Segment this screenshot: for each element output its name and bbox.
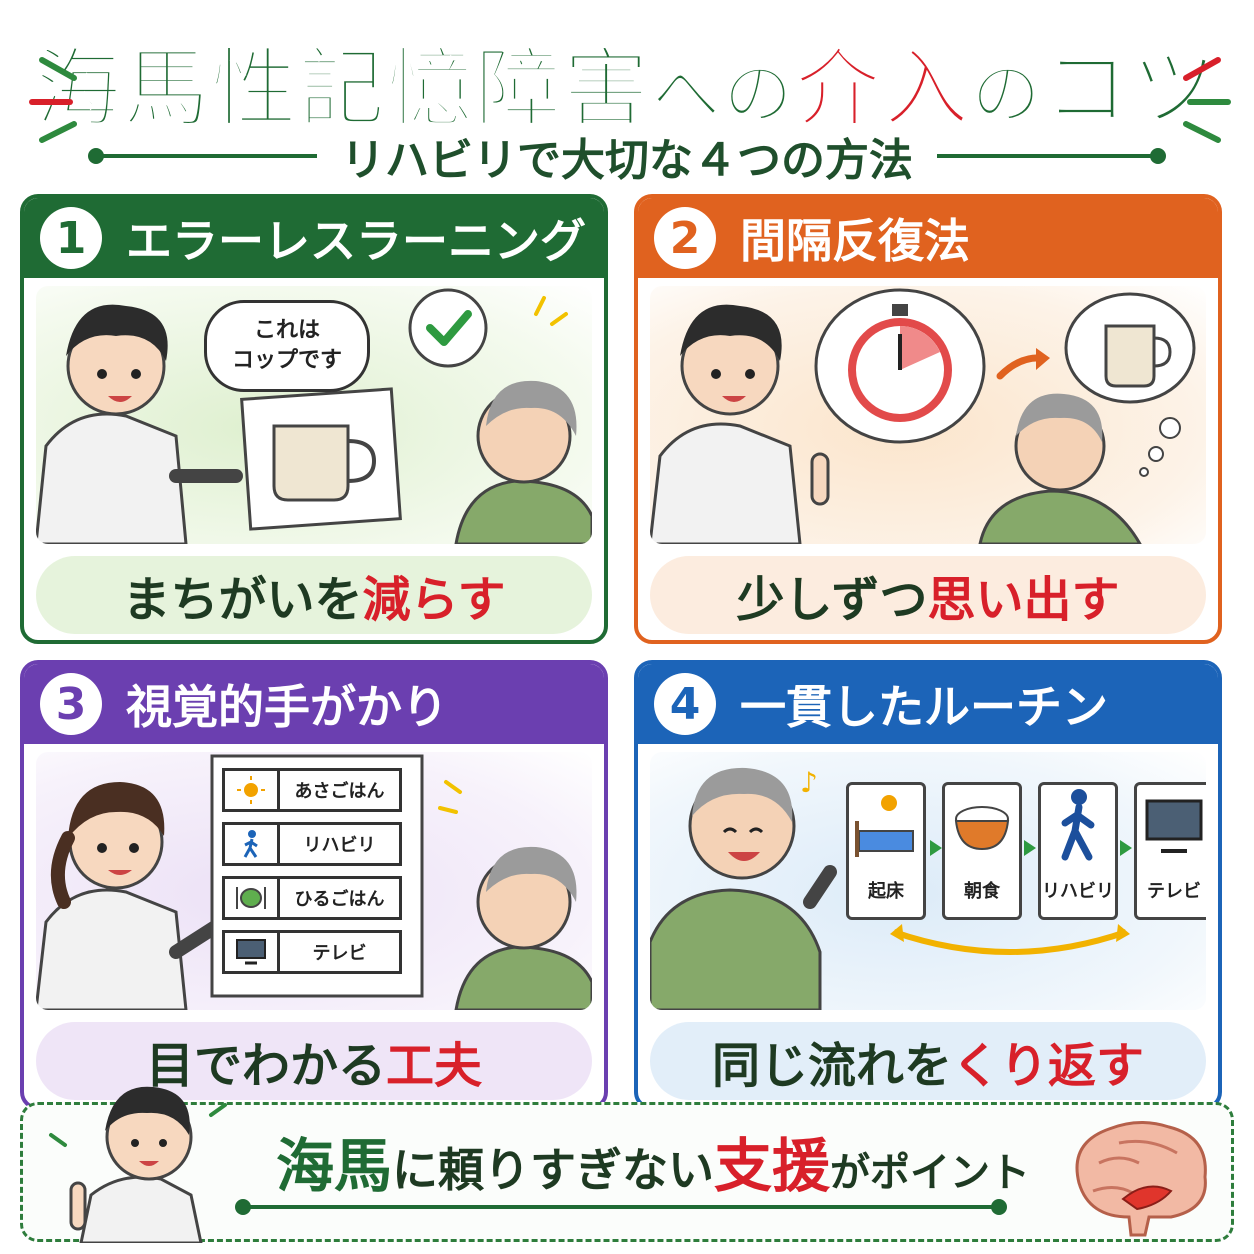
schedule-item: テレビ [222, 930, 402, 974]
card-errorless-learning: 1 エラーレスラーニング これはコップです [20, 194, 608, 644]
right-sparkle-icon [1183, 57, 1231, 143]
daily-routine-illustration: ♪ [650, 766, 1132, 1010]
card-caption: 目でわかる工夫 [36, 1022, 592, 1100]
left-sparkle-icon [29, 57, 77, 143]
walking-person-icon [1061, 789, 1095, 861]
card-header: 3 視覚的手がかり [24, 664, 604, 744]
page-title: 海馬性記憶障害への介入のコツ [34, 38, 1219, 140]
card-header: 1 エラーレスラーニング [24, 198, 604, 278]
card-visual-cues: 3 視覚的手がかり あさごはん リハビリ ひるごは [20, 660, 608, 1110]
card-header: 4 一貫したルーチン [638, 664, 1218, 744]
wake-up-bed-icon [855, 795, 914, 857]
subtitle-divider-left [88, 148, 317, 164]
bottom-tip-text: 海馬に頼りすぎない支援がポイント [275, 1132, 1031, 1200]
bottom-tip-banner: 海馬に頼りすぎない支援がポイント [20, 1086, 1234, 1243]
card-header: 2 間隔反復法 [638, 198, 1218, 278]
card-number: 3 [40, 673, 102, 735]
card-heading: 視覚的手がかり [126, 680, 448, 734]
card-consistent-routine: 4 一貫したルーチン ♪ 起床 朝食 [634, 660, 1222, 1110]
routine-step: テレビ [1134, 782, 1206, 920]
card-heading: 一貫したルーチン [740, 680, 1108, 734]
card-heading: エラーレスラーニング [126, 214, 586, 268]
therapist-showing-cup-illustration [36, 288, 592, 544]
rice-bowl-icon [954, 806, 1010, 851]
card-number: 2 [654, 207, 716, 269]
card-number: 4 [654, 673, 716, 735]
schedule-item: ひるごはん [222, 876, 402, 920]
card-number: 1 [40, 207, 102, 269]
illustration-scene: あさごはん リハビリ ひるごはん テレビ [36, 752, 592, 1010]
card-caption: 同じ流れをくり返す [650, 1022, 1206, 1100]
schedule-item: リハビリ [222, 822, 402, 866]
card-caption: まちがいを減らす [36, 556, 592, 634]
subtitle: リハビリで大切な４つの方法 [341, 135, 913, 186]
schedule-item: あさごはん [222, 768, 402, 812]
therapist-pointing-illustration [49, 1086, 227, 1243]
illustration-scene [650, 286, 1206, 544]
illustration-scene: これはコップです [36, 286, 592, 544]
subtitle-divider-right [937, 148, 1166, 164]
illustration-scene: ♪ 起床 朝食 リハビリ テレビ [650, 752, 1206, 1010]
svg-text:♪: ♪ [800, 766, 818, 799]
tv-icon [225, 933, 280, 971]
timer-and-recall-illustration [650, 288, 1196, 544]
card-heading: 間隔反復法 [740, 214, 970, 268]
bottom-divider [235, 1199, 1007, 1215]
card-spaced-retrieval: 2 間隔反復法 [634, 194, 1222, 644]
subtitle-row: リハビリで大切な４つの方法 [88, 128, 1166, 186]
sun-icon [225, 771, 280, 809]
meal-plate-icon [225, 879, 280, 917]
card-caption: 少しずつ思い出す [650, 556, 1206, 634]
brain-hippocampus-icon [1075, 1121, 1207, 1237]
routine-step: リハビリ [1038, 782, 1118, 920]
walking-person-icon [225, 825, 280, 863]
speech-bubble: これはコップです [204, 300, 370, 392]
tv-icon [1145, 799, 1203, 853]
routine-step: 起床 [846, 782, 926, 920]
routine-step: 朝食 [942, 782, 1022, 920]
